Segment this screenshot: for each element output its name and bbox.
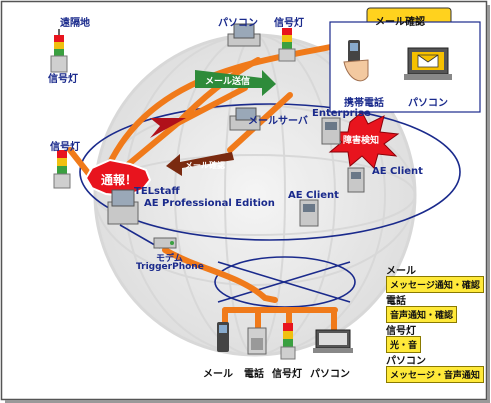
mail-confirm-callout-label: メール確認: [375, 17, 425, 28]
ae-client-icon: [347, 167, 365, 193]
mail-confirm-arrow: [166, 152, 234, 176]
signal-light-icon: [280, 323, 296, 360]
mobile-phone-icon: [343, 40, 369, 82]
bottom-mail-label: メール: [203, 369, 233, 380]
mail-server-label: メールサーバ: [248, 116, 308, 127]
globe-background: [93, 33, 417, 357]
legend-title: 信号灯: [386, 326, 416, 337]
remote-site-label: 遠隔地: [60, 18, 90, 29]
fault-detect-label: 障害検知: [343, 136, 380, 146]
ae-client-icon: [299, 199, 319, 227]
signal-light-icon: [53, 150, 71, 189]
legend-title: メール: [386, 266, 416, 277]
signal-light-icon: [278, 28, 296, 62]
signal-light-label: 信号灯: [48, 74, 78, 85]
enterprise-server-icon: [321, 117, 341, 145]
network-lines: [79, 103, 461, 308]
bottom-mail-phone-icon: [217, 322, 229, 352]
mail-server-icon: [229, 107, 261, 131]
pc-label: パソコン: [218, 18, 258, 29]
bottom-signal-label: 信号灯: [272, 369, 302, 380]
enterprise-label: Enterprise: [312, 108, 371, 119]
legend-desc: メッセージ通知・確認: [386, 276, 484, 293]
mobile-phone-label: 携帯電話: [344, 98, 384, 109]
notify-label: 通報！: [101, 173, 138, 187]
pc-icon: [227, 23, 261, 47]
notify-burst-icon: [84, 158, 152, 198]
triggerphone-label: TriggerPhone: [136, 262, 204, 272]
mail-send-arrow: [195, 70, 276, 96]
signal-light-icon: [50, 29, 68, 73]
ae-client-label: AE Client: [372, 166, 423, 177]
telstaff-server-icon: [107, 189, 139, 225]
laptop-icon: [404, 47, 452, 80]
legend-desc: 光・音: [386, 336, 422, 353]
mail-confirm-callout: [329, 7, 481, 113]
legend-desc: 音声通知・確認: [386, 306, 458, 323]
bottom-pc-label: パソコン: [310, 369, 350, 380]
legend-title: パソコン: [386, 356, 426, 367]
signal-light-label: 信号灯: [274, 18, 304, 29]
bottom-pc-icon: [313, 329, 353, 353]
mail-confirm-label: メール確認: [185, 161, 225, 170]
bottom-telephone-icon: [247, 327, 267, 355]
signal-light-label: 信号灯: [50, 142, 80, 153]
ae-client-label: AE Client: [288, 190, 339, 201]
bottom-phone-label: 電話: [244, 369, 264, 380]
modem-label: モデム: [156, 254, 183, 264]
mail-send-label: メール送信: [205, 77, 251, 87]
alert-arrow-icon: [150, 118, 186, 138]
product-label: AE Professional Edition: [144, 198, 275, 209]
legend-desc: メッセージ・音声通知: [386, 366, 484, 383]
telstaff-label: TELstaff: [134, 186, 180, 197]
laptop-label: パソコン: [408, 98, 448, 109]
legend-title: 電話: [386, 296, 406, 307]
modem-icon: [153, 237, 177, 249]
